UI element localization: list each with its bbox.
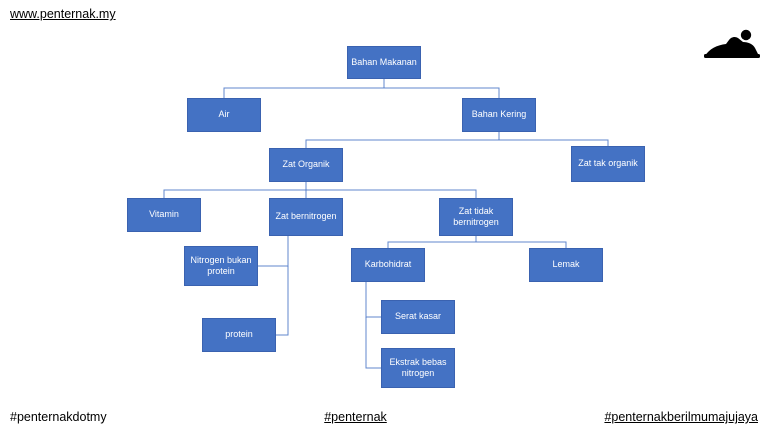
connector-line [387,241,567,248]
node-karbohidrat: Karbohidrat [351,248,425,282]
node-zat-organik: Zat Organik [269,148,343,182]
node-bahan-kering: Bahan Kering [462,98,536,132]
node-serat-kasar: Serat kasar [381,300,455,334]
person-laptop-logo-icon [704,29,760,58]
connector-line [365,317,381,369]
node-bahan-makanan: Bahan Makanan [347,46,421,79]
node-air: Air [187,98,261,132]
website-link[interactable]: www.penternak.my [10,7,116,21]
node-zat-tak-organik: Zat tak organik [571,146,645,182]
connector-line [223,87,500,98]
node-lemak: Lemak [529,248,603,282]
node-nitrogen-bukan-protein: Nitrogen bukan protein [184,246,258,286]
node-protein: protein [202,318,276,352]
hashtag-penternakdotmy: #penternakdotmy [10,410,107,424]
node-vitamin: Vitamin [127,198,201,232]
connector-line [163,189,477,198]
node-ekstrak-bebas-nitrogen: Ekstrak bebas nitrogen [381,348,455,388]
node-zat-tidak-bernitrogen: Zat tidak bernitrogen [439,198,513,236]
connector-line [276,266,289,336]
connector-line [365,282,381,318]
connector-line [258,236,289,267]
connector-line [305,139,609,148]
hashtag-penternak-link[interactable]: #penternak [324,410,387,424]
hashtag-penternakberilmu-link[interactable]: #penternakberilmumajujaya [604,410,758,424]
footer: #penternakdotmy #penternak #penternakber… [0,407,768,427]
node-zat-bernitrogen: Zat bernitrogen [269,198,343,236]
